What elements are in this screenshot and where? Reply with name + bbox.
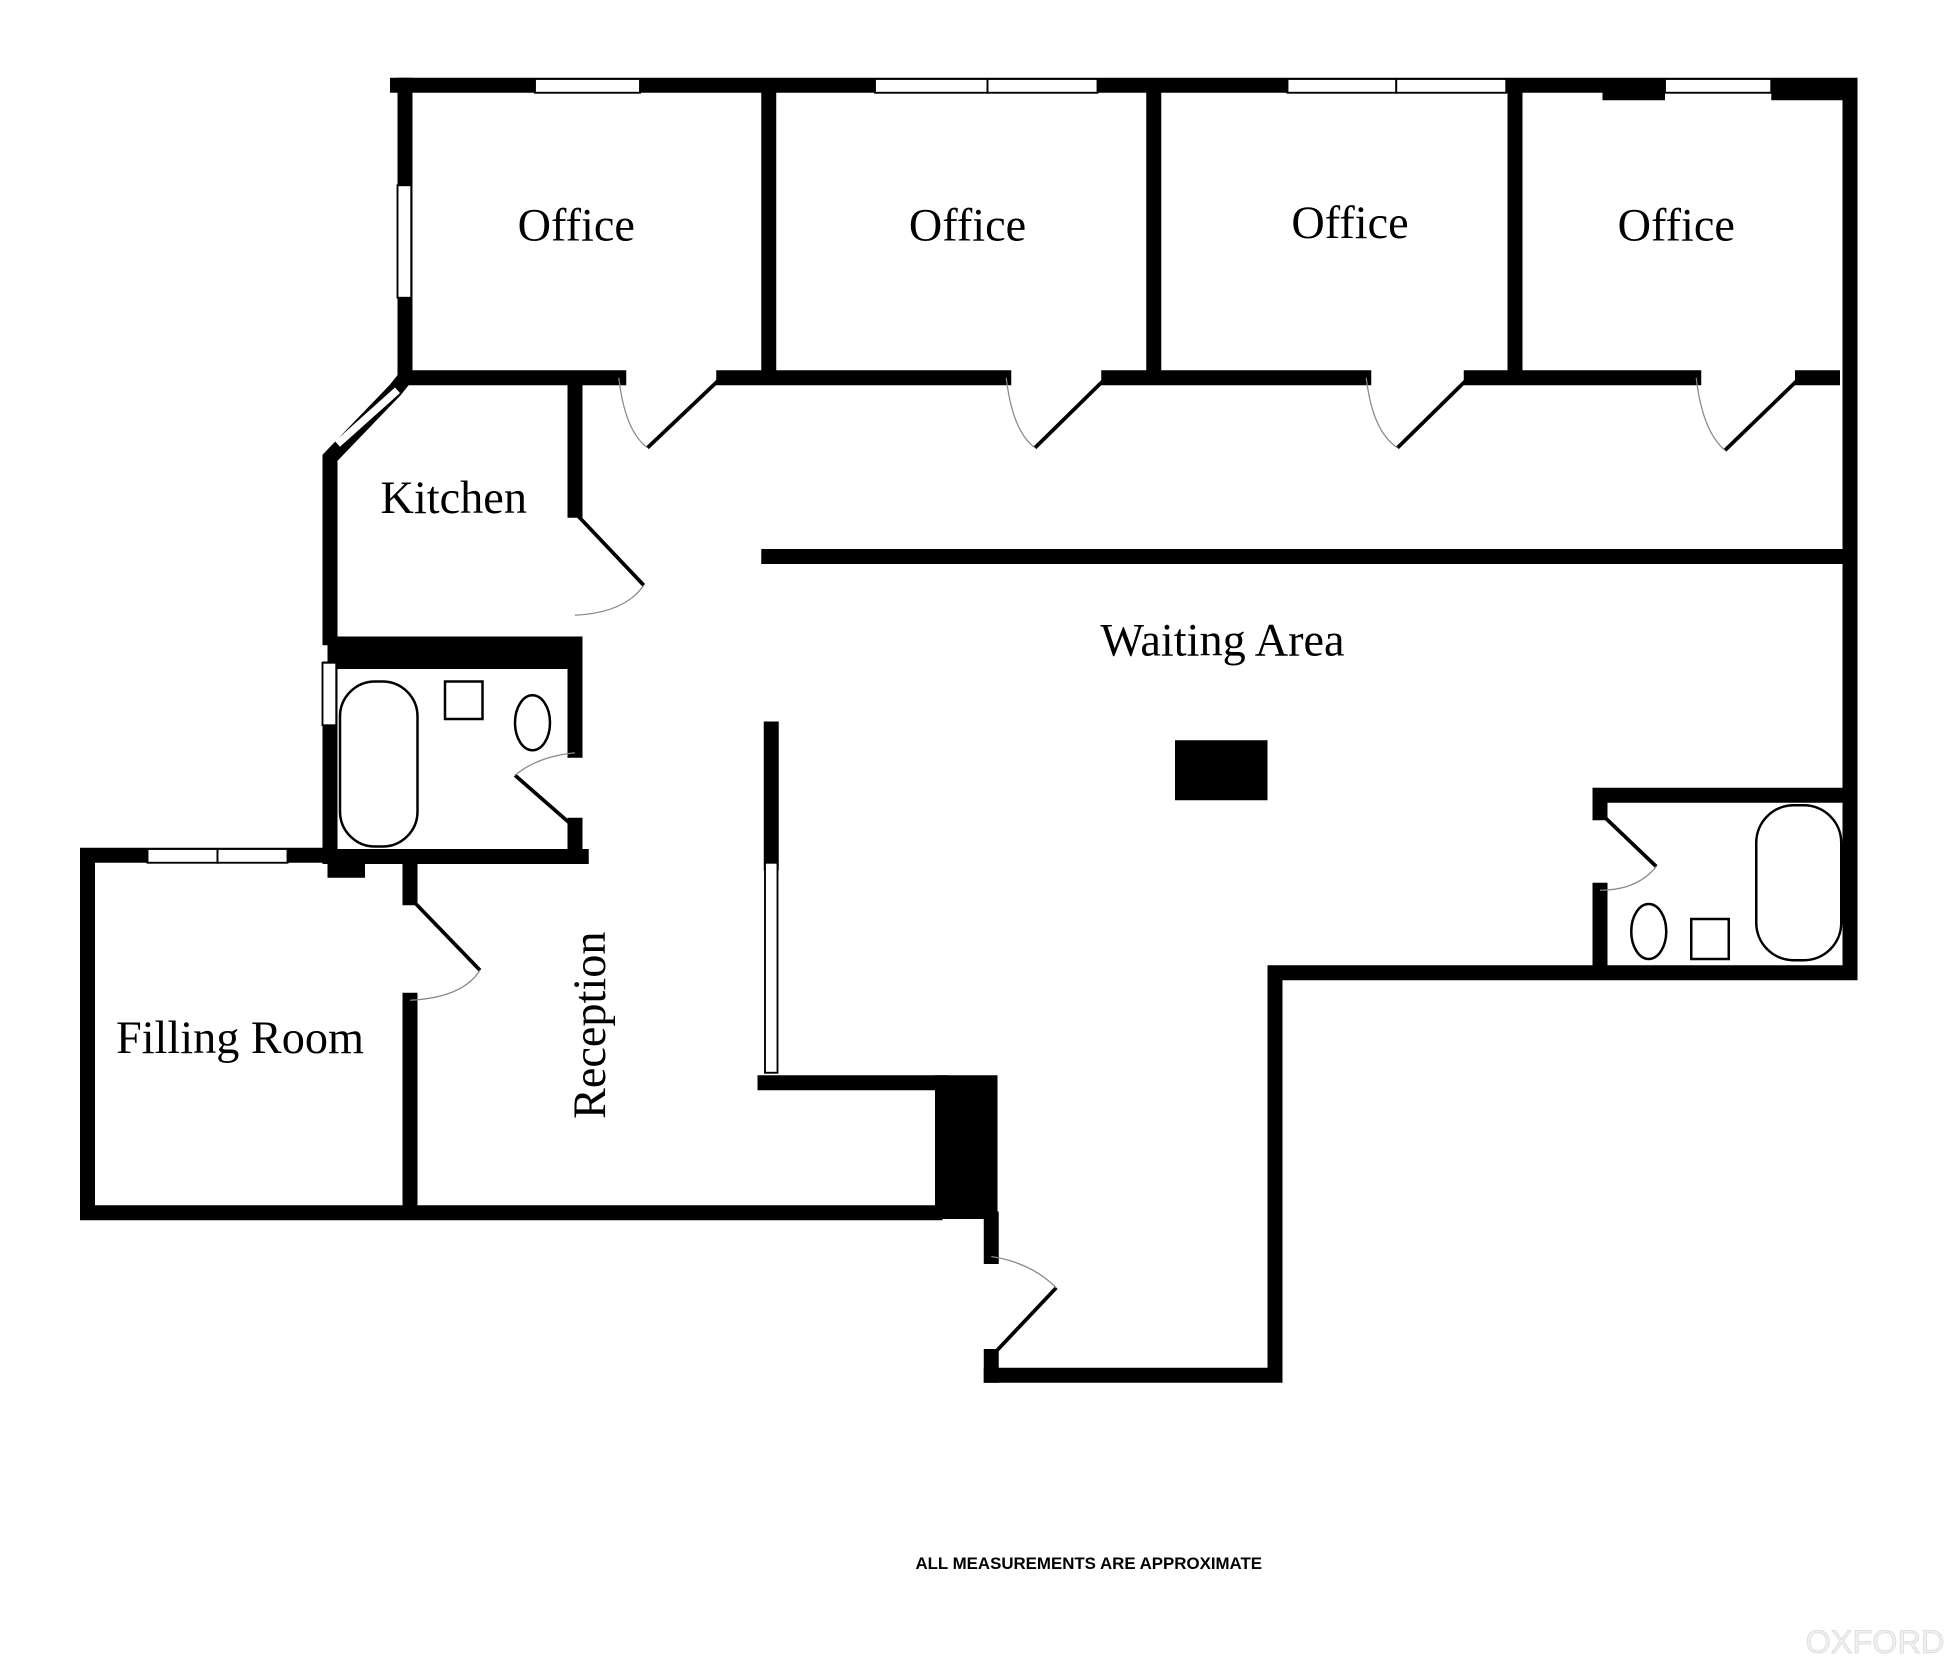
room-label-kitchen: Kitchen bbox=[381, 473, 527, 524]
fixtures bbox=[338, 680, 1843, 962]
watermark-logo: OXFORD bbox=[1805, 1624, 1944, 1660]
room-label-filling-room: Filling Room bbox=[116, 1013, 364, 1064]
bathtub-icon bbox=[338, 680, 419, 848]
room-label-office: Office bbox=[909, 200, 1026, 251]
column bbox=[1175, 740, 1268, 801]
toilet-icon bbox=[513, 694, 552, 752]
room-label-office: Office bbox=[518, 200, 635, 251]
walls bbox=[80, 77, 1858, 1383]
doors bbox=[408, 376, 1802, 1358]
room-label-office: Office bbox=[1618, 200, 1735, 251]
sink-icon bbox=[443, 680, 484, 721]
sink-icon bbox=[1690, 917, 1730, 961]
bathtub-icon bbox=[1755, 804, 1843, 962]
windows bbox=[146, 78, 1773, 1074]
room-label-waiting-area: Waiting Area bbox=[1100, 615, 1344, 666]
toilet-icon bbox=[1630, 902, 1668, 961]
room-label-reception: Reception bbox=[565, 931, 616, 1119]
footer-note: ALL MEASUREMENTS ARE APPROXIMATE bbox=[915, 1554, 1262, 1573]
room-labels: Office Office Office Office Kitchen Wait… bbox=[116, 198, 1735, 1119]
room-label-office: Office bbox=[1291, 198, 1408, 249]
